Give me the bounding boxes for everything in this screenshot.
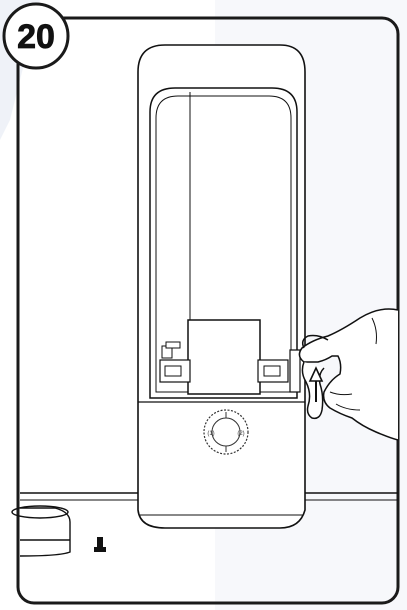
- step-number: 20: [17, 18, 55, 56]
- appliance-body: [138, 45, 305, 528]
- step-badge: 20: [4, 4, 68, 68]
- reservoir-block: [188, 320, 260, 394]
- control-knob: (1) (2): [204, 410, 248, 454]
- right-bracket-slot: [264, 366, 280, 376]
- knob-label-left: (1): [207, 431, 214, 437]
- left-bracket-slot: [165, 366, 181, 376]
- left-pin-cap: [166, 342, 180, 348]
- knob-label-right: (2): [237, 431, 244, 437]
- knob-inner: [212, 418, 240, 446]
- latch-tab: [290, 350, 300, 392]
